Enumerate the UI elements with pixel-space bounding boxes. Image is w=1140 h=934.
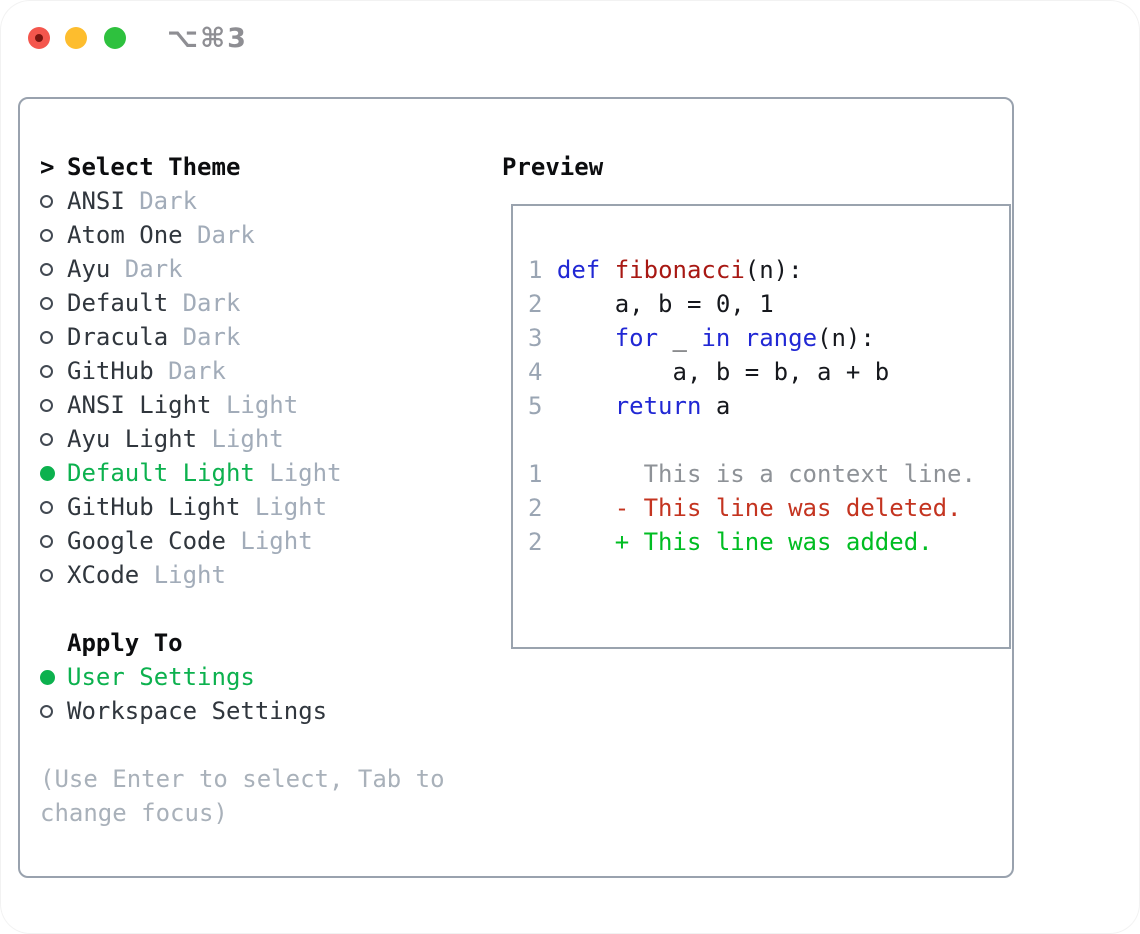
- radio-icon: [40, 194, 67, 208]
- variant-tag: Light: [240, 527, 313, 555]
- code-line: [528, 423, 1009, 457]
- option-label: Workspace Settings: [67, 697, 328, 725]
- variant-tag: Light: [269, 459, 342, 487]
- code-line: 1 This is a context line.: [528, 460, 976, 488]
- window-title-shortcut: ⌥⌘3: [167, 23, 248, 54]
- radio-icon: [40, 500, 67, 514]
- minimize-button[interactable]: [65, 27, 87, 49]
- theme-option-google-code[interactable]: Google Code Light: [40, 524, 342, 558]
- radio-icon: [40, 296, 67, 310]
- focus-prompt-icon: >: [40, 153, 55, 181]
- radio-icon: [40, 228, 67, 242]
- variant-tag: Light: [225, 391, 299, 419]
- apply-option-workspace-settings[interactable]: Workspace Settings: [40, 694, 342, 728]
- option-label: GitHub Light: [67, 493, 241, 521]
- theme-option-default[interactable]: Default Dark: [40, 286, 342, 320]
- select-theme-label: Select Theme: [67, 153, 241, 181]
- spacer: [40, 592, 342, 626]
- radio-icon: [40, 262, 67, 276]
- variant-tag: Dark: [182, 289, 241, 317]
- theme-option-dracula[interactable]: Dracula Dark: [40, 320, 342, 354]
- option-label: Dracula: [67, 323, 169, 351]
- hint-line-2: change focus): [40, 799, 228, 827]
- radio-icon: [40, 568, 67, 582]
- option-label: Atom One: [67, 221, 183, 249]
- option-label: Default: [67, 289, 169, 317]
- theme-option-ansi-light[interactable]: ANSI Light Light: [40, 388, 342, 422]
- radio-icon: [40, 704, 67, 718]
- option-label: ANSI Light: [67, 391, 212, 419]
- apply-option-user-settings[interactable]: User Settings: [40, 660, 342, 694]
- option-label: GitHub: [67, 357, 154, 385]
- code-line: 2 - This line was deleted.: [528, 494, 962, 522]
- code-line: 1 def fibonacci(n):: [528, 256, 803, 284]
- variant-tag: Dark: [168, 357, 226, 385]
- theme-option-xcode[interactable]: XCode Light: [40, 558, 342, 592]
- variant-tag: Dark: [124, 255, 183, 283]
- theme-option-github[interactable]: GitHub Dark: [40, 354, 342, 388]
- code-line: 3 for _ in range(n):: [528, 324, 875, 352]
- variant-tag: Dark: [182, 323, 241, 351]
- theme-option-default-light[interactable]: Default Light Light: [40, 456, 342, 490]
- close-button[interactable]: [28, 27, 50, 49]
- code-line: 2 + This line was added.: [528, 528, 933, 556]
- recording-dot-icon: [35, 34, 43, 42]
- zoom-button[interactable]: [104, 27, 126, 49]
- variant-tag: Dark: [197, 221, 255, 249]
- code-line: 2 a, b = 0, 1: [528, 290, 774, 318]
- radio-selected-icon: [40, 669, 67, 685]
- theme-option-github-light[interactable]: GitHub Light Light: [40, 490, 342, 524]
- preview-label: Preview: [502, 153, 604, 181]
- option-label: User Settings: [67, 663, 255, 691]
- variant-tag: Light: [254, 493, 328, 521]
- code-preview-box: 1 def fibonacci(n): 2 a, b = 0, 1 3 for _ …: [511, 204, 1011, 649]
- radio-icon: [40, 330, 67, 344]
- option-label: Default Light: [67, 459, 255, 487]
- option-label: ANSI: [67, 187, 125, 215]
- apply-to-label: Apply To: [67, 629, 183, 657]
- radio-icon: [40, 534, 67, 548]
- theme-option-ayu-light[interactable]: Ayu Light Light: [40, 422, 342, 456]
- radio-selected-icon: [40, 465, 67, 481]
- keyboard-hint: (Use Enter to select, Tab to change focu…: [40, 762, 445, 830]
- preview-heading-row: Preview: [502, 150, 603, 184]
- option-label: Google Code: [67, 527, 226, 555]
- apply-to-heading: Apply To: [40, 626, 342, 660]
- variant-tag: Light: [211, 425, 284, 453]
- select-theme-heading: > Select Theme: [40, 150, 342, 184]
- radio-icon: [40, 364, 67, 378]
- variant-tag: Light: [153, 561, 226, 589]
- theme-option-ansi[interactable]: ANSI Dark: [40, 184, 342, 218]
- option-label: Ayu: [67, 255, 111, 283]
- variant-tag: Dark: [139, 187, 198, 215]
- code-line: 4 a, b = b, a + b: [528, 358, 890, 386]
- theme-option-atom-one[interactable]: Atom One Dark: [40, 218, 342, 252]
- theme-option-ayu[interactable]: Ayu Dark: [40, 252, 342, 286]
- hint-line-1: (Use Enter to select, Tab to: [40, 765, 445, 793]
- radio-icon: [40, 398, 67, 412]
- radio-icon: [40, 432, 67, 446]
- option-label: XCode: [67, 561, 140, 589]
- option-label: Ayu Light: [67, 425, 198, 453]
- code-block: 1 def fibonacci(n): 2 a, b = 0, 1 3 for _ …: [528, 253, 1009, 559]
- code-line: 5 return a: [528, 392, 731, 420]
